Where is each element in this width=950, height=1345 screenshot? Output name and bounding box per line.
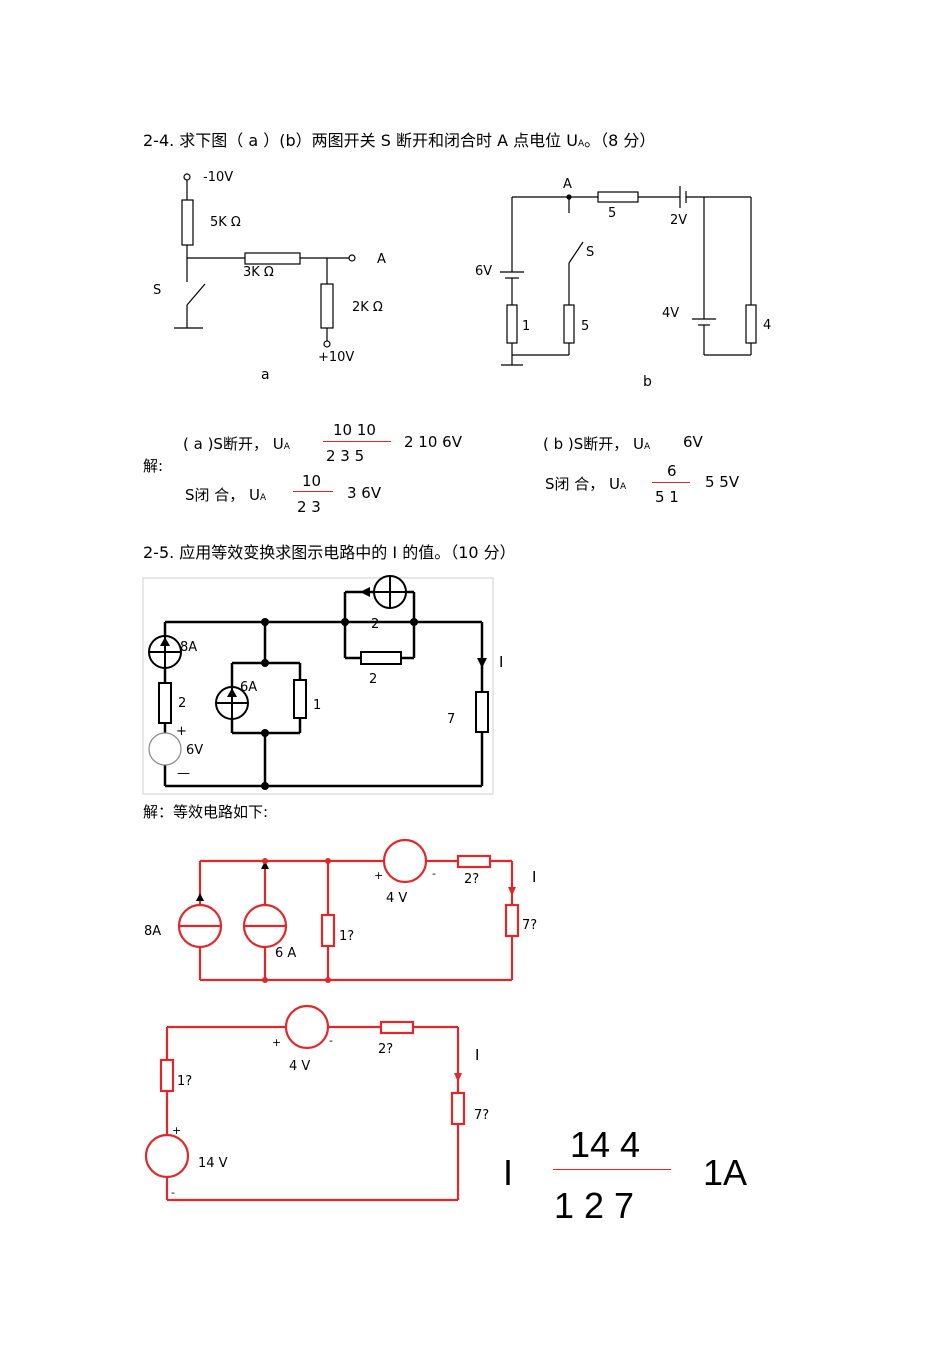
label-8a-eq: 8A <box>144 924 162 939</box>
label-minus: - <box>329 1034 333 1047</box>
label-8a: 8A <box>180 640 198 655</box>
label-2v: 2V <box>670 213 688 228</box>
label-plus: + <box>374 869 384 882</box>
label-plus10v: +10V <box>318 350 355 365</box>
label-1ohm-eq2: 1? <box>177 1074 193 1089</box>
label-node-a: A <box>377 252 386 267</box>
fraction-bar <box>293 491 333 492</box>
label-2ohm-eq2: 2? <box>378 1042 394 1057</box>
solution-text: ( b )S断开， U <box>543 435 645 453</box>
figure-caption-b: b <box>643 374 652 390</box>
subscript: A <box>620 482 627 492</box>
circuit-figure-a <box>174 173 356 348</box>
result-denominator: 1 2 7 <box>554 1185 635 1226</box>
label-7ohm: 7? <box>522 918 538 933</box>
label-r7: 7 <box>447 712 456 727</box>
solution-b-open: ( b )S断开， UA <box>543 433 650 454</box>
fraction-bar <box>323 441 391 442</box>
label-4v-eq: 4 V <box>386 891 408 906</box>
label-6v: 6V <box>475 264 493 279</box>
solution-text: S闭 合， U <box>545 475 621 493</box>
label-6a: 6A <box>240 680 258 695</box>
label-node-a-b: A <box>563 177 572 192</box>
label-2ohm: 2? <box>464 872 480 887</box>
label-r5-top: 5 <box>608 206 617 221</box>
label-minus: - <box>171 1186 175 1199</box>
label-r1: 1 <box>522 319 531 334</box>
fraction-bar <box>652 482 690 483</box>
result-rhs: 1A <box>703 1152 748 1193</box>
question-title-text: 2-4. 求下图（ a ）(b）两图开关 S 断开和闭合时 A 点电位 U <box>143 131 578 150</box>
fraction-numerator: 10 10 <box>333 421 376 439</box>
solution-result: 2 10 6V <box>404 433 462 451</box>
label-6v-src: 6V <box>186 743 204 758</box>
solution-text: S闭 合， U <box>185 486 261 504</box>
label-r1: 1 <box>313 698 322 713</box>
label-minus: — <box>177 766 190 781</box>
label-src-2: 2 <box>371 617 380 632</box>
solution-result: 6V <box>683 433 703 451</box>
label-r-2: 2 <box>369 672 378 687</box>
subscript: A <box>283 442 290 452</box>
label-r4: 4 <box>763 318 772 333</box>
label-switch-s-b: S <box>586 245 595 260</box>
label-switch-s: S <box>153 283 162 298</box>
label-plus: + <box>272 1036 282 1049</box>
label-7ohm-eq2: 7? <box>474 1108 490 1123</box>
solution-text: ( a )S断开， U <box>183 435 284 453</box>
result-numerator: 14 4 <box>570 1124 641 1165</box>
label-5k-ohm: 5K Ω <box>210 215 241 230</box>
solution-a-open: ( a )S断开， UA <box>183 433 290 454</box>
fraction-numerator: 10 <box>302 472 322 490</box>
result-lhs: I <box>503 1152 514 1193</box>
solution-result: 5 5V <box>705 473 740 491</box>
label-2k-ohm: 2K Ω <box>352 300 383 315</box>
question-2-4-title: 2-4. 求下图（ a ）(b）两图开关 S 断开和闭合时 A 点电位 UA。（… <box>143 127 655 151</box>
label-4v-eq2: 4 V <box>289 1059 311 1074</box>
circuit-figure-2-5 <box>142 575 494 795</box>
fraction-numerator: 6 <box>667 462 677 480</box>
label-14v: 14 V <box>198 1156 228 1171</box>
fraction-denominator: 2 3 <box>297 498 321 516</box>
subscript: A <box>260 493 267 503</box>
label-1ohm: 1? <box>339 929 355 944</box>
figure-caption-a: a <box>261 367 270 383</box>
solution-label: 解: <box>143 457 164 475</box>
subscript: A <box>644 442 651 452</box>
label-4v: 4V <box>662 306 680 321</box>
solution-a-closed: S闭 合， UA <box>185 484 266 505</box>
question-title-tail: 。（8 分） <box>584 131 656 150</box>
label-plus: + <box>176 724 187 739</box>
fraction-denominator: 5 1 <box>655 488 679 506</box>
label-plus: + <box>172 1124 182 1137</box>
label-minus10v: -10V <box>203 170 234 185</box>
result-fraction-bar <box>553 1169 671 1170</box>
subscript: A <box>577 139 585 149</box>
solution-b-closed: S闭 合， UA <box>545 473 626 494</box>
circuit-figure-b <box>500 186 757 366</box>
label-r2: 2 <box>178 696 187 711</box>
label-current-i: I <box>499 653 504 671</box>
solution-result: 3 6V <box>347 484 382 502</box>
label-3k-ohm: 3K Ω <box>243 265 274 280</box>
question-2-5-title: 2-5. 应用等效变换求图示电路中的 I 的值。（10 分） <box>143 543 516 562</box>
equivalent-circuit-1 <box>177 838 520 983</box>
label-minus: - <box>432 867 436 880</box>
solution-2-5-label: 解：等效电路如下: <box>143 803 269 821</box>
label-6a-eq: 6 A <box>275 946 297 961</box>
fraction-denominator: 2 3 5 <box>326 447 365 465</box>
label-current-i-eq1: I <box>532 868 537 886</box>
label-current-i-eq2: I <box>475 1046 480 1064</box>
label-r5: 5 <box>581 319 590 334</box>
equivalent-circuit-2 <box>144 1004 466 1202</box>
